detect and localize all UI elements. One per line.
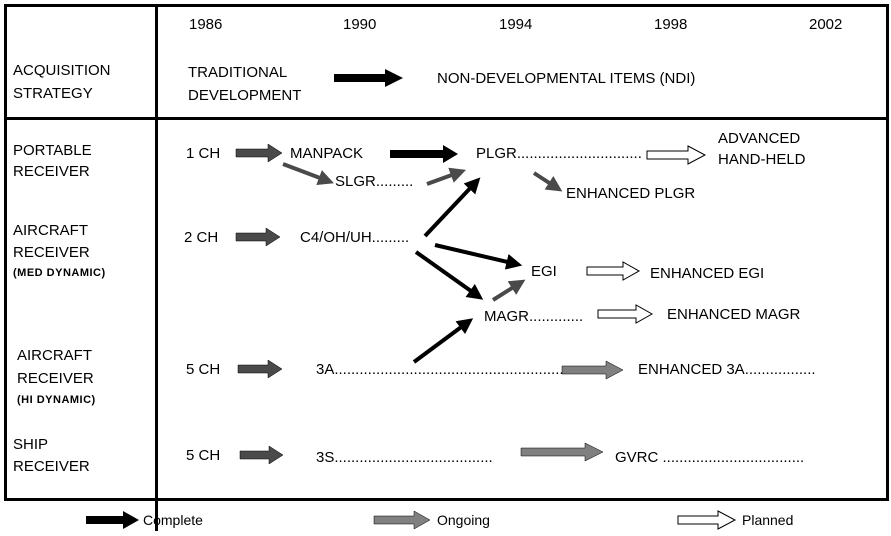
- arrow-3s-gvrc: [520, 442, 604, 462]
- node-advanced-2: HAND-HELD: [718, 151, 806, 168]
- row-label-portable-1: PORTABLE: [13, 142, 92, 159]
- arrow-manpack-slgr: [282, 162, 334, 186]
- diagram-frame: [4, 4, 889, 501]
- legend-complete-label: Complete: [143, 512, 203, 528]
- legend-planned-arrow: [677, 510, 737, 530]
- node-1ch: 1 CH: [186, 145, 221, 162]
- legend-planned-label: Planned: [742, 512, 794, 528]
- row-label-aircraft-med-1: AIRCRAFT: [13, 222, 88, 239]
- arrow-magr-enhanced: [597, 304, 654, 324]
- arrow-c4-egi: [434, 243, 523, 270]
- arrow-3a-enhanced: [561, 360, 624, 380]
- row-label-aircraft-hi-3: (HI DYNAMIC): [17, 394, 96, 406]
- row-label-aircraft-hi-1: AIRCRAFT: [17, 347, 92, 364]
- arrow-1ch-manpack: [235, 143, 283, 163]
- row-label-ship-2: RECEIVER: [13, 458, 90, 475]
- row-label-acquisition-2: STRATEGY: [13, 85, 93, 102]
- arrow-manpack-plgr: [390, 145, 458, 163]
- strategy-to: NON-DEVELOPMENTAL ITEMS (NDI): [437, 70, 696, 87]
- node-enhanced-magr: ENHANCED MAGR: [667, 306, 801, 323]
- legend-complete-arrow: [86, 511, 139, 529]
- arrow-magr-egi: [491, 279, 526, 302]
- strategy-from-2: DEVELOPMENT: [188, 87, 302, 104]
- arrow-5ch-3s: [239, 445, 284, 465]
- node-plgr: PLGR..............................: [476, 145, 642, 162]
- arrow-egi-enhanced: [586, 261, 641, 281]
- row-label-portable-2: RECEIVER: [13, 163, 90, 180]
- arrow-plgr-advanced: [646, 145, 707, 165]
- node-enhanced-3a: ENHANCED 3A.................: [638, 361, 816, 378]
- row-label-acquisition-1: ACQUISITION: [13, 62, 111, 79]
- node-5ch-aircraft: 5 CH: [186, 361, 221, 378]
- row-label-ship-1: SHIP: [13, 436, 49, 453]
- node-slgr: SLGR.........: [335, 173, 414, 190]
- node-3a: 3A......................................…: [316, 361, 610, 378]
- node-gvrc: GVRC ..................................: [615, 449, 805, 466]
- year-1990: 1990: [343, 16, 377, 33]
- year-2002: 2002: [809, 16, 843, 33]
- node-advanced-1: ADVANCED: [718, 130, 801, 147]
- arrow-c4-magr: [414, 250, 484, 300]
- arrow-c4-plgr: [423, 177, 481, 238]
- arrow-slgr-plgr: [426, 167, 467, 186]
- arrow-5ch-3a: [237, 359, 283, 379]
- node-enhanced-egi: ENHANCED EGI: [650, 265, 765, 282]
- node-magr: MAGR.............: [484, 308, 584, 325]
- node-2ch: 2 CH: [184, 229, 219, 246]
- strategy-arrow: [334, 69, 403, 87]
- legend-ongoing-label: Ongoing: [437, 512, 490, 528]
- row-label-aircraft-med-2: RECEIVER: [13, 244, 90, 261]
- node-c4-oh-uh: C4/OH/UH.........: [300, 229, 410, 246]
- column-divider: [155, 4, 158, 531]
- node-manpack: MANPACK: [290, 145, 364, 162]
- node-egi: EGI: [531, 263, 557, 280]
- year-1998: 1998: [654, 16, 688, 33]
- header-divider: [4, 117, 889, 120]
- year-1986: 1986: [189, 16, 223, 33]
- row-label-aircraft-med-3: (MED DYNAMIC): [13, 267, 106, 279]
- arrow-plgr-enhanced: [532, 171, 563, 192]
- legend-ongoing-arrow: [373, 510, 431, 530]
- node-enhanced-plgr: ENHANCED PLGR: [566, 185, 696, 202]
- strategy-from-1: TRADITIONAL: [188, 64, 288, 81]
- year-1994: 1994: [499, 16, 533, 33]
- arrow-3a-magr: [412, 318, 474, 364]
- node-5ch-ship: 5 CH: [186, 447, 221, 464]
- row-label-aircraft-hi-2: RECEIVER: [17, 370, 94, 387]
- node-3s: 3S......................................: [316, 449, 493, 466]
- arrow-2ch-c4: [235, 227, 281, 247]
